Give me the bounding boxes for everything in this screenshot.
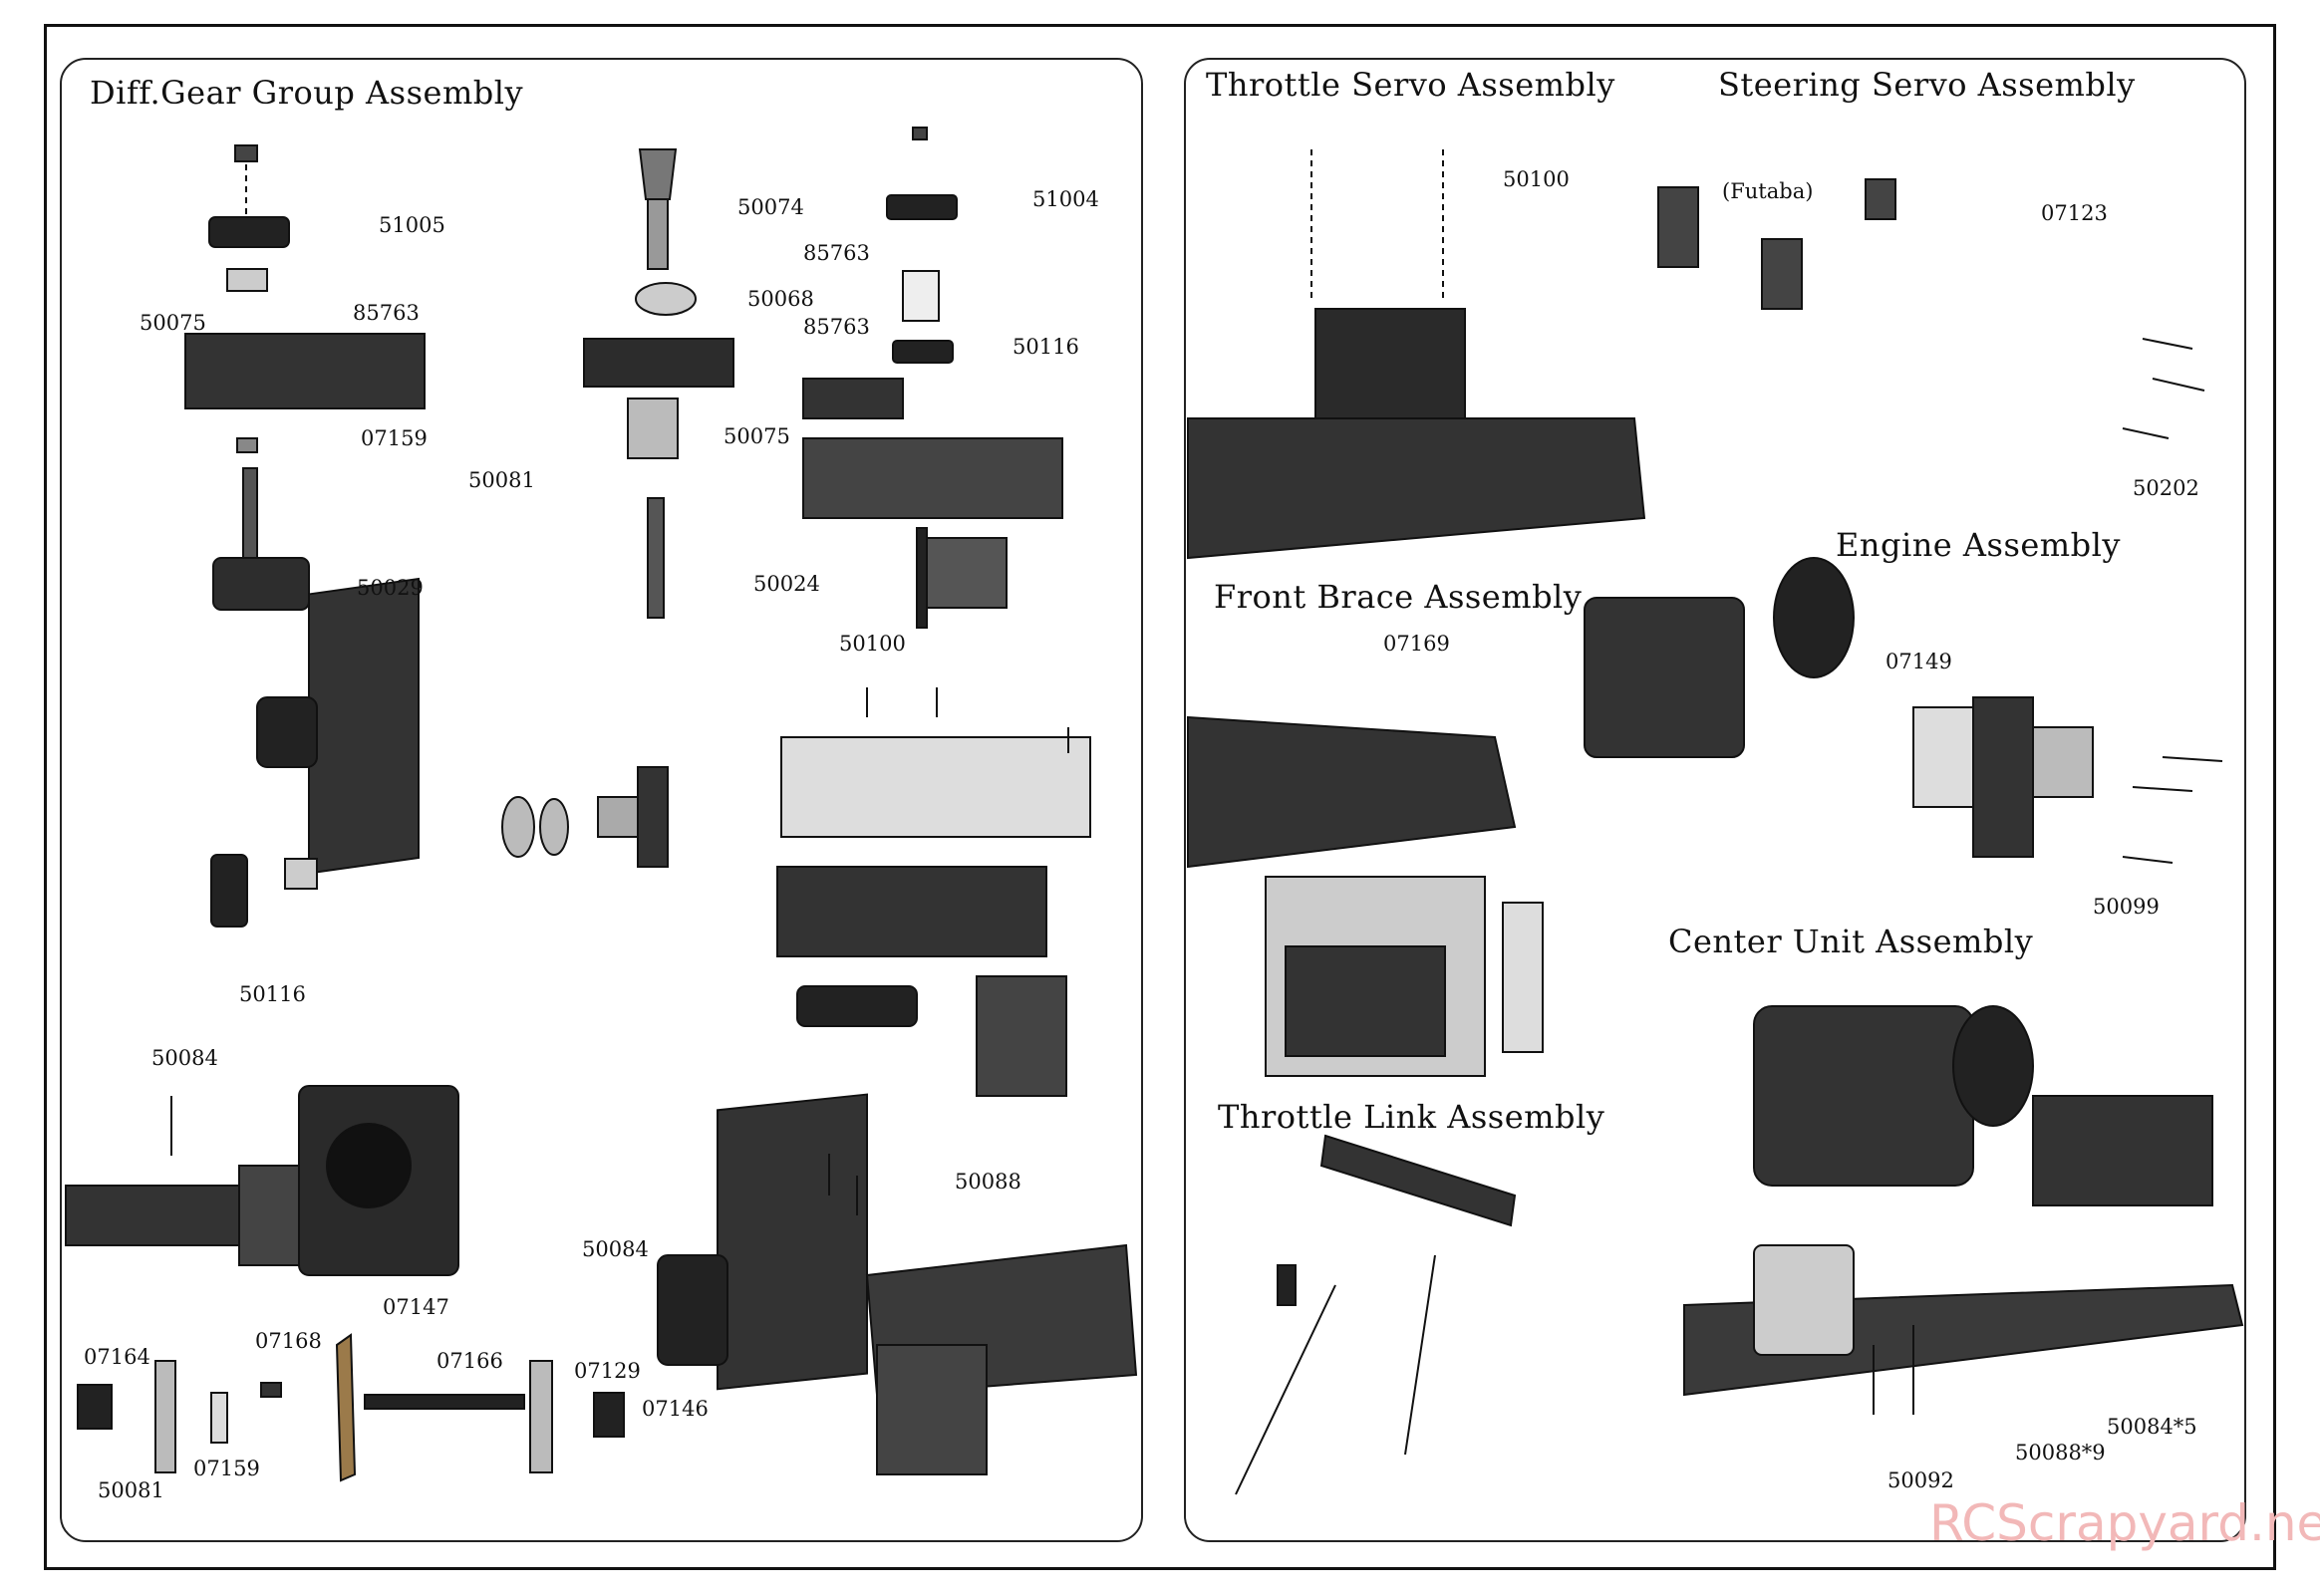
part-label: 50100 [839, 632, 906, 656]
part-label: 85763 [353, 301, 420, 325]
part-label: 50088 [955, 1170, 1021, 1194]
center-unit-illustration [1683, 1005, 2244, 1415]
right-panel [1184, 58, 2246, 1542]
part-label: 50084 [582, 1237, 649, 1261]
part-label: 50116 [1013, 335, 1079, 359]
engine-illustration [1584, 557, 2223, 864]
part-label: 50029 [357, 576, 424, 600]
gear-case-illustration [776, 687, 1091, 1097]
part-label: 07168 [255, 1329, 322, 1353]
part-label: 50099 [2093, 895, 2160, 919]
engine-assembly-title: Engine Assembly [1836, 526, 2121, 564]
part-label: 50092 [1887, 1468, 1954, 1492]
part-label: 07147 [383, 1295, 449, 1319]
part-label: 50081 [468, 468, 535, 492]
diff-gear-stack-illustration [184, 144, 426, 611]
left-panel [60, 58, 1143, 1542]
front-brace-illustration [1187, 715, 1544, 1077]
part-label: 50202 [2133, 476, 2199, 500]
part-label: 51005 [379, 213, 445, 237]
diff-gear-assembly-title: Diff.Gear Group Assembly [90, 74, 524, 112]
part-label: 07164 [84, 1345, 150, 1369]
throttle-servo-illustration [1187, 149, 1646, 560]
gear-stack-illustration [802, 127, 1063, 629]
steering-servo-assembly-title: Steering Servo Assembly [1718, 66, 2136, 104]
part-label: 50075 [724, 424, 790, 448]
part-label: 07159 [193, 1457, 260, 1480]
part-label: 07129 [574, 1359, 641, 1383]
part-label: 50081 [98, 1478, 164, 1502]
throttle-servo-assembly-title: Throttle Servo Assembly [1206, 66, 1615, 104]
part-label: 50074 [737, 195, 804, 219]
drive-cups-illustration [77, 1333, 625, 1482]
part-label: 07146 [642, 1397, 709, 1421]
part-label: 07159 [361, 426, 428, 450]
part-label: 50084*5 [2107, 1415, 2197, 1439]
watermark: RCScrapyard.net [1929, 1494, 2320, 1552]
part-label: 07169 [1383, 632, 1450, 656]
part-label: 85763 [803, 241, 870, 265]
part-label: 07166 [436, 1349, 503, 1373]
steering-servo-illustration [1657, 178, 2205, 439]
part-label: 50100 [1503, 167, 1570, 191]
part-label: 50024 [753, 572, 820, 596]
front-brace-assembly-title: Front Brace Assembly [1214, 578, 1583, 616]
part-label: 50084 [151, 1046, 218, 1070]
part-label: 50068 [747, 287, 814, 311]
center-unit-assembly-title: Center Unit Assembly [1668, 923, 2034, 960]
part-label: 85763 [803, 315, 870, 339]
chassis-mount-illustration [65, 1085, 459, 1276]
part-label: 51004 [1032, 187, 1099, 211]
part-label: (Futaba) [1722, 179, 1814, 203]
part-label: 50088*9 [2015, 1441, 2106, 1464]
page-frame [44, 24, 2276, 1570]
gearbox-exploded-illustration [210, 577, 669, 928]
part-label: 07123 [2041, 201, 2108, 225]
pinion-shaft-illustration [583, 148, 734, 619]
part-label: 50075 [140, 311, 206, 335]
part-label: 07149 [1885, 650, 1952, 673]
throttle-link-illustration [1235, 1134, 1517, 1495]
center-chassis-illustration [657, 1093, 1138, 1475]
throttle-link-assembly-title: Throttle Link Assembly [1218, 1098, 1605, 1136]
part-label: 50116 [239, 982, 306, 1006]
